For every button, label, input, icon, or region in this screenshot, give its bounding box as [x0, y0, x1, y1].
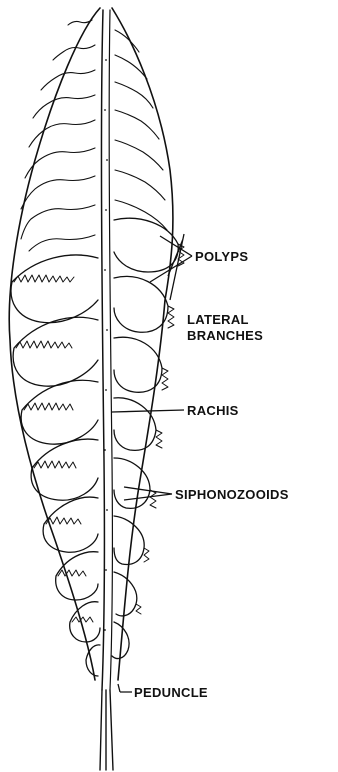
lateral-branches-label-line2: BRANCHES	[187, 328, 263, 343]
colony-outline	[9, 8, 173, 680]
peduncle-leader	[118, 684, 132, 692]
peduncle-label: PEDUNCLE	[134, 685, 208, 700]
leader-lines	[112, 234, 192, 692]
polyps-label: POLYPS	[195, 249, 248, 264]
rachis-stalk-inner	[109, 10, 112, 690]
lateral-branches-label-line1: LATERAL	[187, 312, 249, 327]
upper-polyp-cluster-right	[115, 30, 167, 230]
lateral-branches-left	[11, 255, 100, 676]
rachis-label: RACHIS	[187, 403, 239, 418]
siphonozooids-label: SIPHONOZOOIDS	[175, 487, 289, 502]
rachis-stalk	[101, 10, 104, 690]
upper-polyp-cluster-left	[21, 20, 95, 251]
polyp-fringe	[14, 244, 184, 622]
peduncle-stalk	[100, 690, 113, 770]
